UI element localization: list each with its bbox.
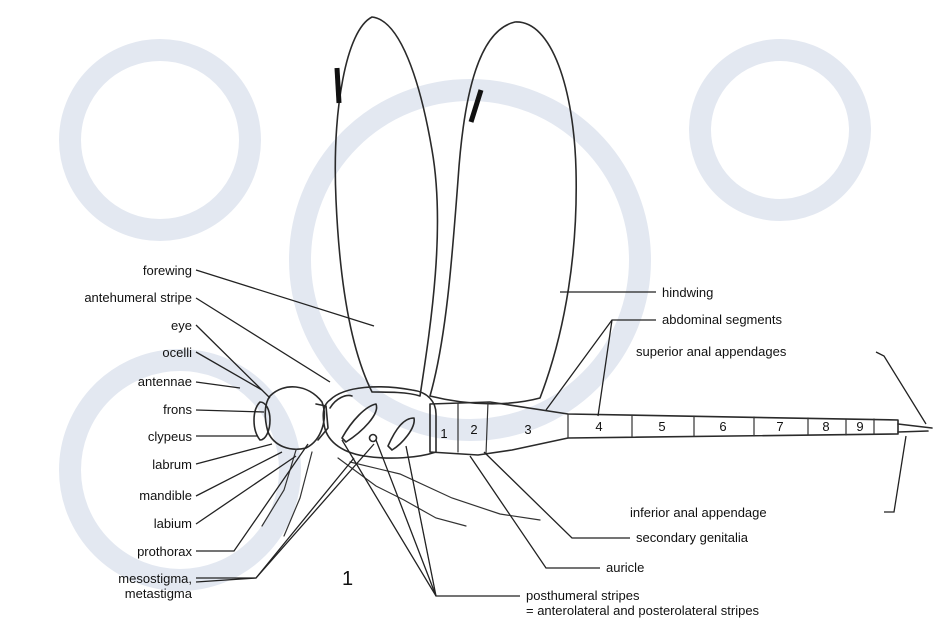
label-auricle: auricle — [606, 560, 644, 575]
segment-number-1: 1 — [440, 426, 447, 441]
label-clypeus: clypeus — [148, 429, 193, 444]
label-mandible: mandible — [139, 488, 192, 503]
label-forewing: forewing — [143, 263, 192, 278]
hindwing-outline — [430, 22, 576, 404]
label-frons: frons — [163, 402, 192, 417]
label-antehumeral-stripe: antehumeral stripe — [84, 290, 192, 305]
segment-number-3: 3 — [524, 422, 531, 437]
label-secondary-genitalia: secondary genitalia — [636, 530, 749, 545]
label-antennae: antennae — [138, 374, 192, 389]
label-anterolateral-posterolateral: = anterolateral and posterolateral strip… — [526, 603, 760, 618]
segment-number-6: 6 — [719, 419, 726, 434]
label-eye: eye — [171, 318, 192, 333]
label-ocelli: ocelli — [162, 345, 192, 360]
segment-number-9: 9 — [856, 419, 863, 434]
label-labrum: labrum — [152, 457, 192, 472]
segment-number-2: 2 — [470, 422, 477, 437]
segment-number-4: 4 — [595, 419, 602, 434]
label-hindwing: hindwing — [662, 285, 713, 300]
label-prothorax: prothorax — [137, 544, 192, 559]
label-superior-anal-appendages: superior anal appendages — [636, 344, 787, 359]
forewing-outline — [335, 17, 437, 396]
segment-number-5: 5 — [658, 419, 665, 434]
label-mesostigma: mesostigma, — [118, 571, 192, 586]
label-labium: labium — [154, 516, 192, 531]
label-metastigma: metastigma — [125, 586, 193, 601]
segment-number-8: 8 — [822, 419, 829, 434]
label-inferior-anal-appendage: inferior anal appendage — [630, 505, 767, 520]
label-abdominal-segments: abdominal segments — [662, 312, 782, 327]
label-posthumeral-stripes: posthumeral stripes — [526, 588, 640, 603]
segment-number-7: 7 — [776, 419, 783, 434]
figure-number: 1 — [342, 568, 353, 590]
forewing-pterostigma — [337, 68, 339, 103]
